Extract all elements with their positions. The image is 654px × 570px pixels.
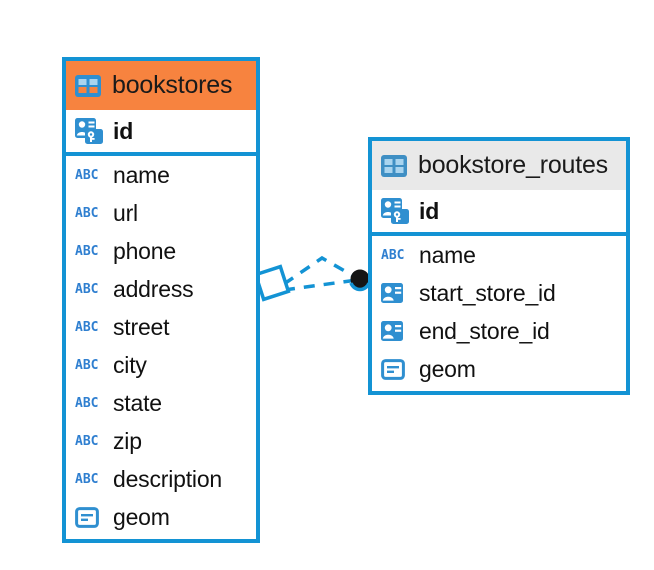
entity-title-bookstores: bookstores (112, 71, 233, 99)
field-row-state[interactable]: ABC state (66, 384, 256, 422)
text-abc-icon: ABC (75, 357, 99, 373)
field-label-name: name (113, 161, 170, 188)
geometry-icon (75, 506, 103, 528)
text-abc-icon: ABC (75, 319, 99, 335)
primary-key-icon (381, 198, 409, 224)
field-label-id: id (419, 197, 440, 224)
text-abc-icon: ABC (75, 471, 99, 487)
text-abc-icon: ABC (75, 395, 99, 411)
diamond-marker (253, 264, 291, 302)
entity-title-bookstore-routes: bookstore_routes (418, 151, 608, 179)
text-abc-icon: ABC (75, 433, 99, 449)
field-label-state: state (113, 389, 162, 416)
primary-key-section-bookstore-routes: id (372, 190, 626, 236)
field-row-street[interactable]: ABC street (66, 308, 256, 346)
field-row-description[interactable]: ABC description (66, 460, 256, 498)
field-row-city[interactable]: ABC city (66, 346, 256, 384)
field-label-geom: geom (419, 355, 476, 382)
field-row-start-store-id[interactable]: start_store_id (372, 274, 626, 312)
field-row-id[interactable]: id (66, 110, 256, 152)
table-icon (75, 74, 101, 97)
field-list-bookstore-routes: ABC name start_store_id (372, 236, 626, 391)
foreign-key-icon (381, 321, 409, 341)
field-label-id: id (113, 117, 134, 144)
field-row-id[interactable]: id (372, 190, 626, 232)
field-label-phone: phone (113, 237, 176, 264)
field-row-phone[interactable]: ABC phone (66, 232, 256, 270)
field-label-description: description (113, 465, 223, 492)
relationship-line-upper (283, 255, 358, 286)
table-icon (381, 154, 407, 177)
field-row-end-store-id[interactable]: end_store_id (372, 312, 626, 350)
text-abc-icon: ABC (75, 205, 99, 221)
text-abc-icon: ABC (75, 281, 99, 297)
text-abc-icon: ABC (381, 247, 405, 263)
field-label-street: street (113, 313, 170, 340)
field-label-url: url (113, 199, 138, 226)
field-row-name[interactable]: ABC name (372, 236, 626, 274)
field-label-end-store-id: end_store_id (419, 317, 550, 344)
field-label-start-store-id: start_store_id (419, 279, 556, 306)
field-row-url[interactable]: ABC url (66, 194, 256, 232)
relationship-line-lower (283, 278, 358, 292)
field-label-geom: geom (113, 503, 170, 530)
field-row-address[interactable]: ABC address (66, 270, 256, 308)
field-label-zip: zip (113, 427, 142, 454)
field-label-city: city (113, 351, 147, 378)
field-row-geom[interactable]: geom (372, 350, 626, 388)
filled-circle-marker (349, 269, 371, 292)
field-row-zip[interactable]: ABC zip (66, 422, 256, 460)
field-list-bookstores: ABC name ABC url ABC phone ABC address A… (66, 156, 256, 539)
field-row-name[interactable]: ABC name (66, 156, 256, 194)
entity-table-bookstore-routes[interactable]: bookstore_routes (368, 137, 630, 395)
entity-table-bookstores[interactable]: bookstores (62, 57, 260, 543)
primary-key-icon (75, 118, 103, 144)
field-label-address: address (113, 275, 194, 302)
foreign-key-icon (381, 283, 409, 303)
field-row-geom[interactable]: geom (66, 498, 256, 536)
field-label-name: name (419, 241, 476, 268)
geometry-icon (381, 358, 409, 380)
primary-key-section-bookstores: id (66, 110, 256, 156)
entity-header-bookstore-routes[interactable]: bookstore_routes (372, 141, 626, 190)
text-abc-icon: ABC (75, 167, 99, 183)
entity-header-bookstores[interactable]: bookstores (66, 61, 256, 110)
text-abc-icon: ABC (75, 243, 99, 259)
